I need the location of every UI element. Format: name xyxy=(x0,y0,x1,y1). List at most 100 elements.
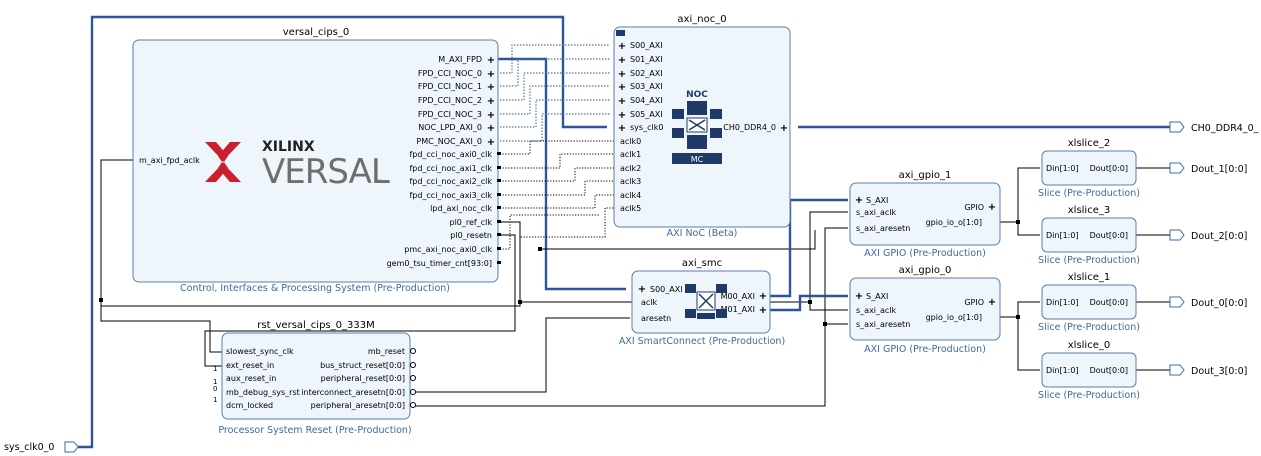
slice-caption: Slice (Pre-Production) xyxy=(1038,255,1140,266)
cips-port-6: PMC_NOC_AXI_0 xyxy=(416,137,482,146)
cips-port-m-axi-fpd-aclk: m_axi_fpd_aclk xyxy=(139,156,200,165)
wire-gpio0-out xyxy=(1000,301,1040,318)
gpio0-gpio-plus-icon[interactable]: + xyxy=(988,297,996,308)
cips-port-12: pl0_ref_clk xyxy=(450,218,493,227)
external-port-dout2[interactable]: Dout_2[0:0] xyxy=(1169,229,1247,242)
noc-port-plus-icon[interactable]: + xyxy=(618,110,626,121)
noc-port-plus-icon[interactable]: + xyxy=(618,41,626,52)
rst-left-port-2: aux_reset_in xyxy=(226,374,276,383)
smc-m00-plus-icon[interactable]: + xyxy=(759,291,767,302)
block-axi-noc[interactable]: axi_noc_0 AXI NoC (Beta) S00_AXI+S01_AXI… xyxy=(613,14,791,239)
noc-port-ch0-ddr4: CH0_DDR4_0 xyxy=(723,123,776,132)
noc-title: axi_noc_0 xyxy=(677,14,726,25)
wire-aclk3 xyxy=(497,180,614,196)
rst-const-1c: 1 xyxy=(213,396,217,404)
noc-port-11: aclk4 xyxy=(620,191,641,200)
wire-gpio0-out-b xyxy=(1017,317,1040,371)
smc-title: axi_smc xyxy=(682,258,722,269)
slice-port-din: Din[1:0] xyxy=(1046,231,1079,240)
wire-aclk1 xyxy=(497,153,614,169)
slice-port-din: Din[1:0] xyxy=(1046,298,1079,307)
svg-text:NOC: NOC xyxy=(686,90,708,100)
rst-const-1a: 1 xyxy=(213,365,217,373)
block-axi-gpio-1[interactable]: axi_gpio_1 AXI GPIO (Pre-Production) + S… xyxy=(849,170,1001,259)
external-port-dout3[interactable]: Dout_3[0:0] xyxy=(1169,364,1247,377)
cips-port-pin xyxy=(497,152,501,155)
block-axi-smc[interactable]: axi_smc AXI SmartConnect (Pre-Production… xyxy=(619,258,785,347)
external-port-ddr[interactable]: CH0_DDR4_0_ xyxy=(1169,121,1259,134)
wire-pmc-clk xyxy=(497,214,600,250)
block-versal-cips[interactable]: versal_cips_0 Control, Interfaces & Proc… xyxy=(132,27,501,294)
gpio1-caption: AXI GPIO (Pre-Production) xyxy=(864,248,986,259)
noc-port-plus-icon[interactable]: + xyxy=(618,69,626,80)
port-sys-clk-label: sys_clk0_0 xyxy=(4,442,54,453)
smc-port-s00-axi: S00_AXI xyxy=(650,285,683,294)
smc-m01-plus-icon[interactable]: + xyxy=(759,305,767,316)
cips-port-pin xyxy=(497,206,501,209)
cips-port-plus-icon[interactable]: + xyxy=(487,137,495,148)
slice-port-dout: Dout[0:0] xyxy=(1090,231,1128,240)
gpio1-port-gpio-io-o: gpio_io_o[1:0] xyxy=(926,218,982,227)
wires xyxy=(78,15,1170,449)
noc-port-plus-icon[interactable]: + xyxy=(618,96,626,107)
external-port-dout1[interactable]: Dout_1[0:0] xyxy=(1169,162,1247,175)
gpio1-s-axi-plus-icon[interactable]: + xyxy=(855,195,863,206)
cips-port-13: pl0_resetn xyxy=(450,231,492,240)
smc-s00-plus-icon[interactable]: + xyxy=(638,284,646,295)
wire-aclk0 xyxy=(497,140,614,155)
wire-sys-clk-bus xyxy=(78,15,607,449)
port-ddr-label: CH0_DDR4_0_ xyxy=(1191,123,1259,134)
block-proc-sys-reset[interactable]: rst_versal_cips_0_333M Processor System … xyxy=(213,320,416,436)
cips-port-11: lpd_axi_noc_clk xyxy=(430,204,492,213)
slice-port-dout: Dout[0:0] xyxy=(1090,164,1128,173)
rst-left-port-3: mb_debug_sys_rst xyxy=(226,388,300,397)
cips-port-plus-icon[interactable]: + xyxy=(487,55,495,66)
cips-port-8: fpd_cci_noc_axi1_clk xyxy=(409,164,492,173)
noc-port-plus-icon[interactable]: + xyxy=(618,55,626,66)
noc-port-2: S02_AXI xyxy=(630,69,663,78)
external-port-sys-clk[interactable]: sys_clk0_0 xyxy=(4,441,79,453)
cips-port-pin xyxy=(497,193,501,196)
noc-port-plus-icon[interactable]: + xyxy=(618,123,626,134)
noc-menu-icon[interactable] xyxy=(616,30,625,36)
logo-versal: VERSAL xyxy=(262,152,390,192)
noc-left-ports: S00_AXI+S01_AXI+S02_AXI+S03_AXI+S04_AXI+… xyxy=(618,41,664,213)
cips-port-plus-icon[interactable]: + xyxy=(487,110,495,121)
slice-port-dout: Dout[0:0] xyxy=(1090,366,1128,375)
wire-fpd-cci-2 xyxy=(497,72,610,101)
wire-pl0-resetn xyxy=(204,234,516,367)
cips-port-plus-icon[interactable]: + xyxy=(487,82,495,93)
external-port-dout0[interactable]: Dout_0[0:0] xyxy=(1169,296,1247,309)
wire-gpio1-out xyxy=(1000,167,1040,223)
smartconnect-logo-icon xyxy=(685,284,727,319)
cips-port-plus-icon[interactable]: + xyxy=(487,96,495,107)
cips-port-plus-icon[interactable]: + xyxy=(487,123,495,134)
wire-fpd-cci-1 xyxy=(497,58,610,87)
cips-right-ports: M_AXI_FPD+FPD_CCI_NOC_0+FPD_CCI_NOC_1+FP… xyxy=(387,55,501,268)
noc-port-10: aclk3 xyxy=(620,177,641,186)
cips-port-0: M_AXI_FPD xyxy=(438,55,482,64)
logo-tm: TM xyxy=(375,179,382,184)
cips-port-14: pmc_axi_noc_axi0_clk xyxy=(404,245,492,254)
rst-right-port-0: mb_reset xyxy=(368,347,405,356)
noc-port-plus-icon[interactable]: + xyxy=(618,82,626,93)
smc-port-m01-axi: M01_AXI xyxy=(721,305,755,314)
gpio0-s-axi-plus-icon[interactable]: + xyxy=(855,291,863,302)
noc-ddr-plus-icon[interactable]: + xyxy=(780,123,788,134)
slice-caption: Slice (Pre-Production) xyxy=(1038,390,1140,401)
block-axi-gpio-0[interactable]: axi_gpio_0 AXI GPIO (Pre-Production) + S… xyxy=(849,265,1001,355)
noc-port-0: S00_AXI xyxy=(630,41,663,50)
gpio1-gpio-plus-icon[interactable]: + xyxy=(988,202,996,213)
rst-port-pin xyxy=(410,362,416,368)
cips-title: versal_cips_0 xyxy=(283,27,350,38)
wire-noc-lpd xyxy=(497,99,610,128)
cips-port-pin xyxy=(497,233,501,236)
cips-port-plus-icon[interactable]: + xyxy=(487,69,495,80)
rst-left-port-4: dcm_locked xyxy=(226,401,273,410)
gpio0-port-aclk: s_axi_aclk xyxy=(856,306,897,315)
